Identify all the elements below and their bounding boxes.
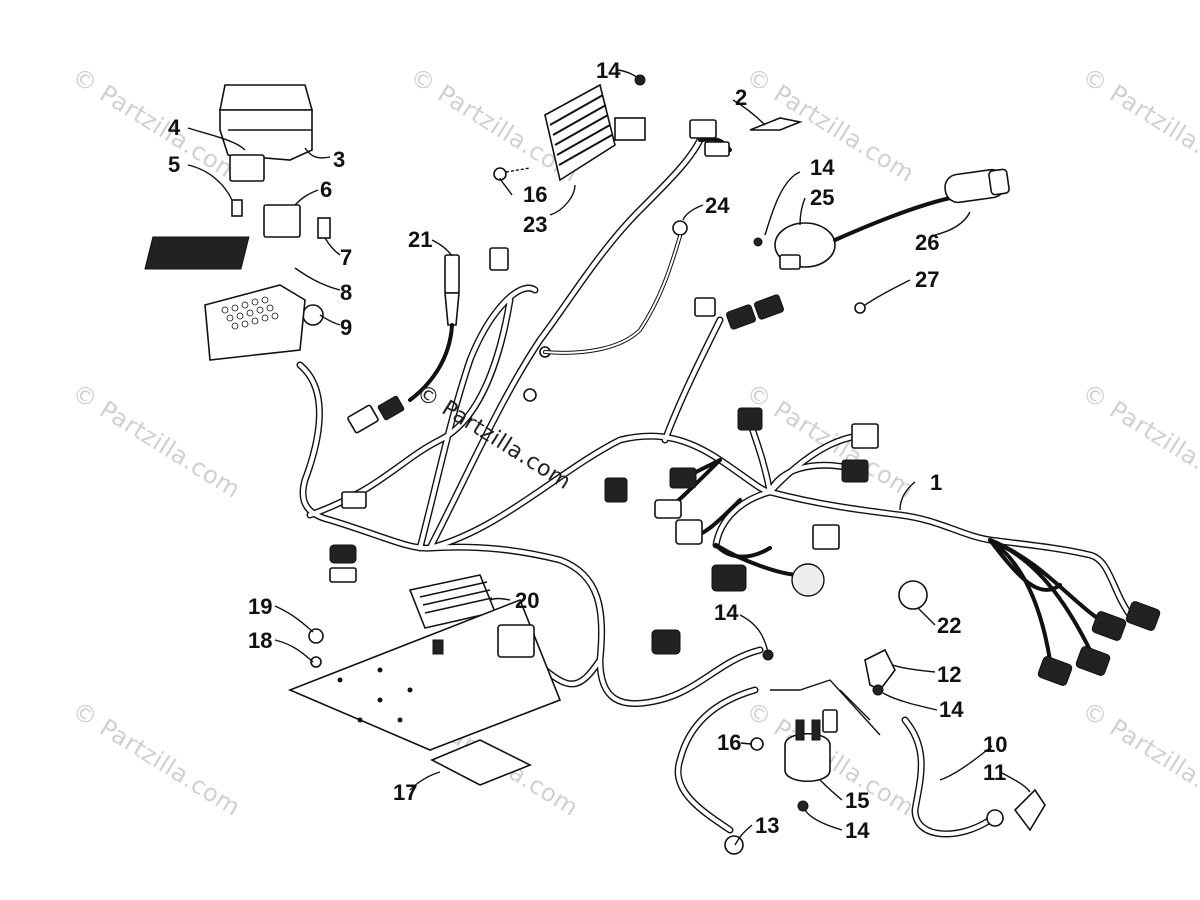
fuse-box-cover [219, 84, 314, 161]
callout-11: 11 [983, 760, 1006, 785]
callout-21: 21 [408, 227, 432, 252]
callout-10: 10 [983, 732, 1007, 757]
callout-25: 25 [810, 185, 834, 210]
callout-24: 24 [705, 193, 730, 218]
connector [689, 119, 717, 139]
connector [851, 423, 879, 449]
starter-solenoid [784, 719, 831, 782]
connector [651, 629, 681, 655]
callout-2: 2 [735, 85, 747, 110]
fuse [231, 199, 243, 217]
callout-16: 16 [717, 730, 741, 755]
push-rivet [310, 656, 322, 668]
connector [737, 407, 763, 431]
terminal-boot [1013, 788, 1046, 832]
callout-18: 18 [248, 628, 272, 653]
leader-lines [187, 69, 1031, 846]
fuse-small [317, 217, 331, 239]
connector [669, 467, 697, 489]
fuse-block [204, 284, 306, 361]
voltage-regulator [544, 83, 646, 182]
mounting-bracket [287, 598, 562, 751]
connector [489, 247, 509, 271]
handlebar-grip [944, 168, 1010, 204]
connector [347, 404, 379, 434]
connector [694, 297, 716, 317]
callout-14: 14 [714, 600, 739, 625]
callout-1: 1 [930, 470, 942, 495]
relay [263, 204, 301, 238]
main-wiring-harness [296, 136, 1161, 708]
callout-9: 9 [340, 315, 352, 340]
connector [791, 563, 825, 597]
relay-small [229, 154, 265, 182]
connector [604, 477, 628, 503]
regulator-connector [614, 117, 646, 141]
callout-19: 19 [248, 594, 272, 619]
adhesive-pad [430, 739, 532, 786]
connector [329, 544, 357, 564]
callout-5: 5 [168, 152, 180, 177]
callout-26: 26 [915, 230, 939, 255]
connector [711, 564, 747, 592]
connector [841, 459, 869, 483]
callout-27: 27 [915, 267, 939, 292]
connector [812, 524, 840, 550]
connector [704, 141, 730, 157]
ring-terminal [672, 220, 688, 236]
ring-terminal [986, 809, 1004, 827]
callout-7: 7 [340, 245, 352, 270]
screw [750, 737, 764, 751]
connector [1091, 611, 1127, 641]
connector [754, 294, 784, 320]
nut [872, 684, 884, 696]
ring-terminal [724, 835, 744, 855]
connector [1125, 601, 1161, 631]
clip-ring [898, 580, 928, 610]
connector [726, 304, 756, 330]
ignition-switch [774, 196, 952, 270]
nut [797, 800, 809, 812]
callout-17: 17 [393, 780, 417, 805]
callout-3: 3 [333, 147, 345, 172]
callout-4: 4 [168, 115, 181, 140]
callout-labels: 1 2 3 4 5 6 7 8 9 10 11 12 13 14 14 14 1… [168, 58, 1007, 843]
connector [341, 491, 367, 509]
control-module [408, 574, 497, 629]
connector [1037, 656, 1073, 686]
callout-8: 8 [340, 280, 352, 305]
connector [822, 709, 838, 733]
ring-terminal [523, 388, 537, 402]
temperature-sensor [408, 254, 460, 402]
callout-12: 12 [937, 662, 961, 687]
connector [675, 519, 703, 545]
callout-16: 16 [523, 182, 547, 207]
spade-terminal [749, 117, 803, 131]
callout-15: 15 [845, 788, 869, 813]
callout-14: 14 [939, 697, 964, 722]
connector [1075, 646, 1111, 676]
connector [377, 395, 405, 421]
terminal-boot [864, 648, 896, 692]
callout-14: 14 [596, 58, 621, 83]
callout-14: 14 [845, 818, 870, 843]
callout-22: 22 [937, 613, 961, 638]
connector-block [497, 624, 535, 658]
push-rivet-head [308, 628, 324, 644]
fuse-block-gasket [144, 236, 250, 270]
screw [854, 302, 866, 314]
screw [493, 167, 507, 181]
nut [753, 237, 763, 247]
callout-23: 23 [523, 212, 547, 237]
connector [329, 567, 357, 583]
callout-13: 13 [755, 813, 779, 838]
callout-20: 20 [515, 588, 539, 613]
callout-6: 6 [320, 177, 332, 202]
callout-14: 14 [810, 155, 835, 180]
connector [654, 499, 682, 519]
